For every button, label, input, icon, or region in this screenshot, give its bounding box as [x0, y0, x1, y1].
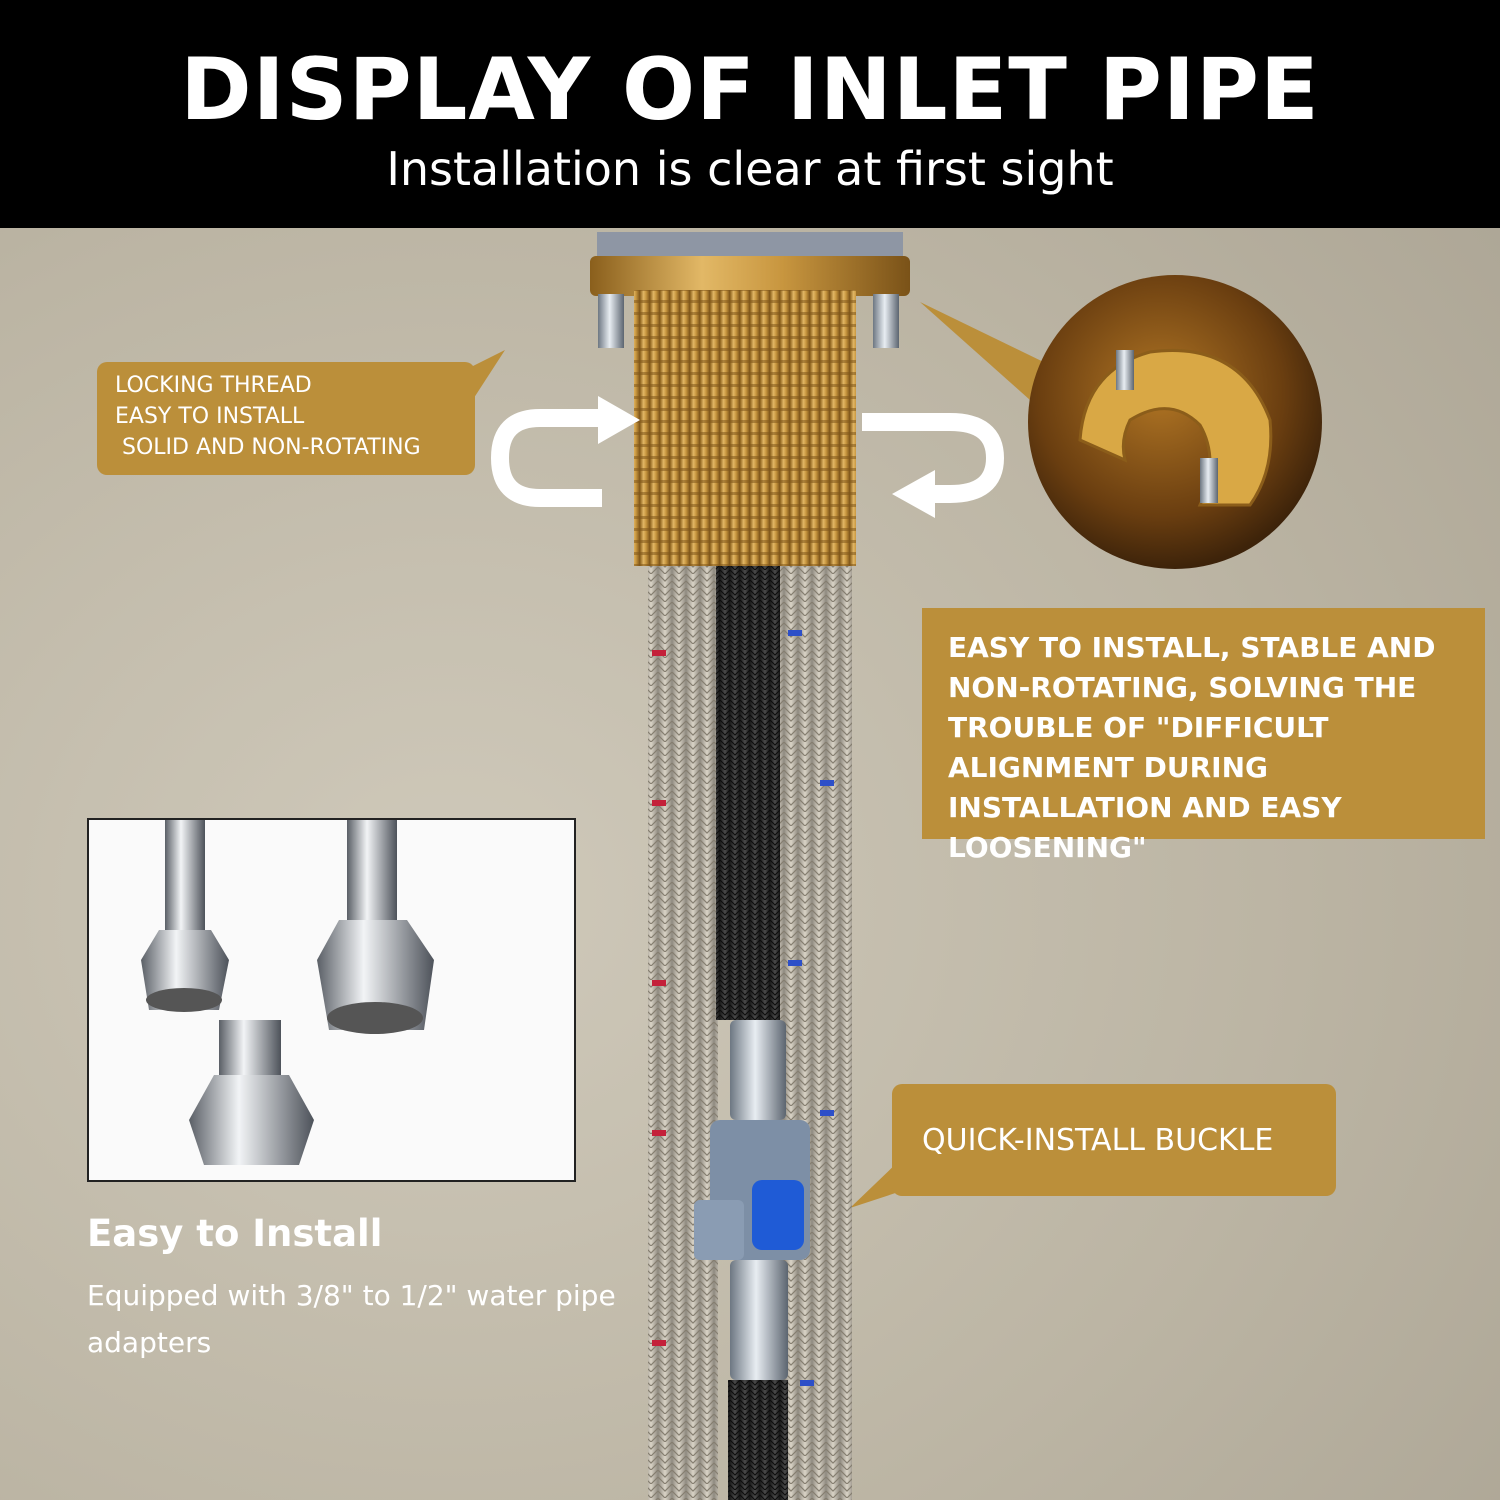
braided-hose-left: [648, 566, 718, 1500]
buckle-blue-clip: [752, 1180, 804, 1250]
threaded-shank: [634, 290, 856, 566]
black-hose-upper: [716, 566, 780, 1020]
feature-description: Equipped with 3/8" to 1/2" water pipe ad…: [87, 1279, 616, 1359]
page-subtitle: Installation is clear at first sight: [386, 142, 1114, 196]
callout-line-1: LOCKING THREAD: [115, 373, 312, 398]
adapter-photo-inset: [87, 818, 576, 1182]
upper-fitting: [730, 1020, 786, 1120]
screw-right: [873, 294, 899, 348]
braided-hose-right: [778, 566, 852, 1500]
lower-fitting: [730, 1260, 788, 1380]
callout-locking-thread: LOCKING THREAD EASY TO INSTALL SOLID AND…: [97, 362, 475, 475]
callout-stable-install: EASY TO INSTALL, STABLE AND NON-ROTATING…: [922, 608, 1485, 864]
callout-quick-buckle: QUICK-INSTALL BUCKLE: [892, 1084, 1336, 1196]
callout-buckle-text: QUICK-INSTALL BUCKLE: [922, 1122, 1274, 1158]
feature-title: Easy to Install: [87, 1212, 383, 1255]
nut-detail-circle: [1028, 275, 1322, 569]
locking-nut: [590, 256, 910, 296]
screw-left: [598, 294, 624, 348]
black-hose-lower: [728, 1380, 788, 1500]
header-banner: DISPLAY OF INLET PIPE Installation is cl…: [0, 0, 1500, 228]
callout-line-2: EASY TO INSTALL: [115, 404, 305, 429]
page-title: DISPLAY OF INLET PIPE: [180, 40, 1320, 140]
callout-line-3: SOLID AND NON-ROTATING: [115, 435, 421, 460]
callout-stable-text: EASY TO INSTALL, STABLE AND NON-ROTATING…: [948, 631, 1436, 864]
rotate-arrow-right-icon: [862, 413, 1005, 503]
rotate-arrow-left-icon: [490, 409, 602, 507]
